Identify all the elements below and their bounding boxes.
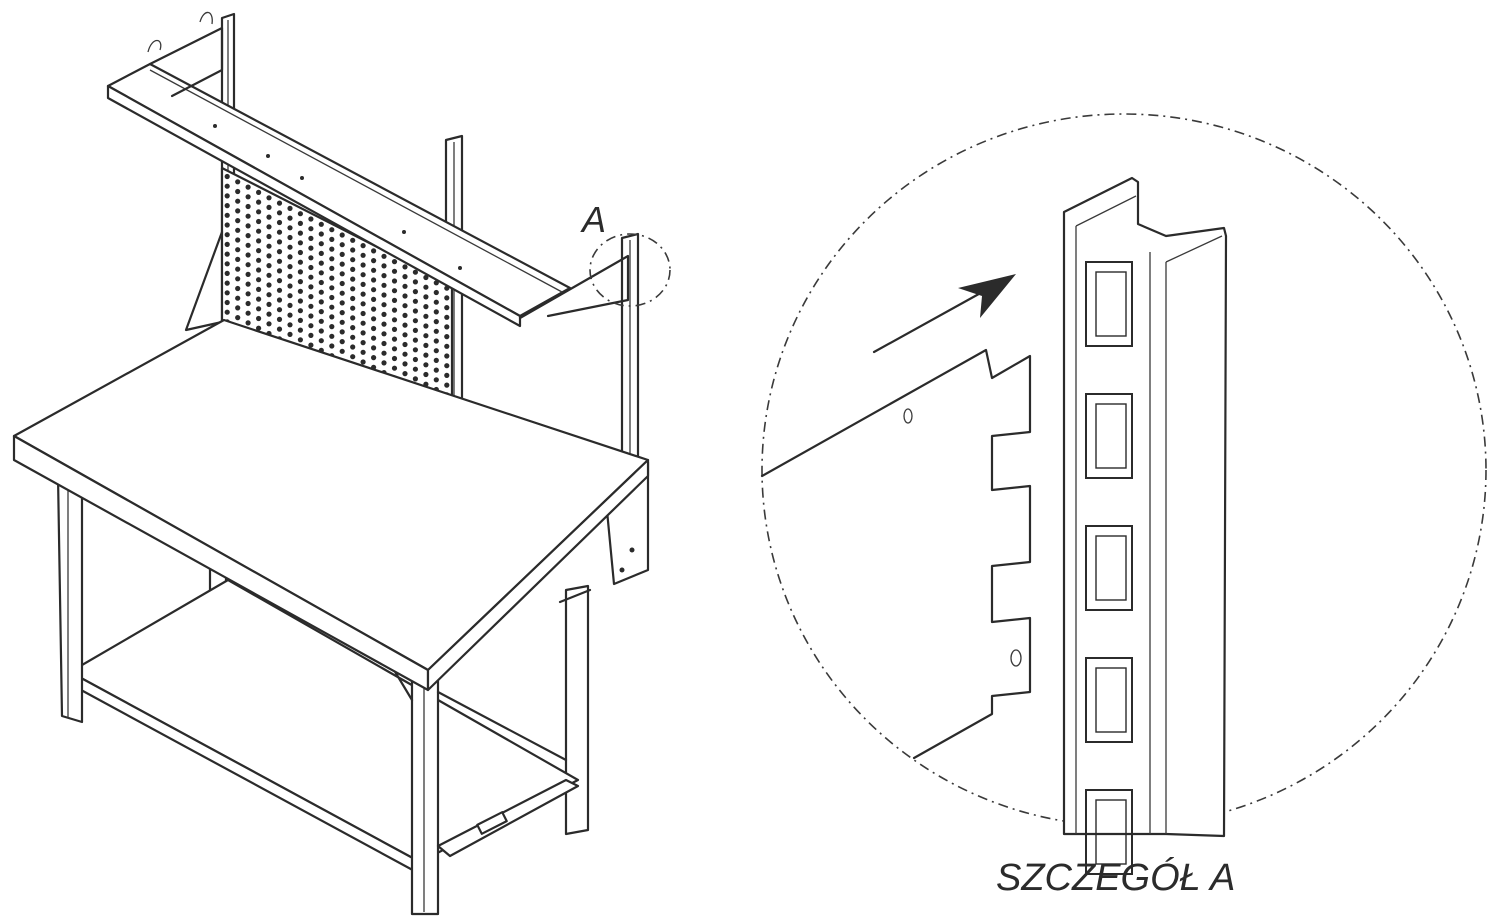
pegboard-holes	[224, 173, 450, 437]
rear-right-leg	[564, 584, 590, 836]
detail-caption: SZCZEGÓŁ A	[996, 856, 1235, 899]
detail-a-view: SZCZEGÓŁ A	[760, 113, 1487, 899]
upright-slots	[1085, 261, 1133, 875]
worktop	[12, 318, 650, 692]
detail-a-callout-circle	[589, 233, 671, 307]
workbench-illustration: A	[12, 11, 671, 916]
callout-a-label: A	[580, 199, 606, 240]
top-shelf	[106, 62, 572, 328]
rear-upright-right	[620, 232, 640, 476]
front-left-leg	[56, 474, 84, 724]
front-right-leg	[410, 664, 440, 916]
insertion-arrow	[872, 274, 1016, 354]
bracket-plate	[760, 348, 1032, 760]
shelf-bracket-right	[518, 254, 630, 320]
bottom-tie-bar	[436, 778, 580, 858]
slotted-upright	[1062, 176, 1228, 875]
detail-a-circle	[761, 113, 1487, 827]
shelf-bracket-left	[147, 11, 224, 98]
left-side-brace	[184, 230, 224, 332]
